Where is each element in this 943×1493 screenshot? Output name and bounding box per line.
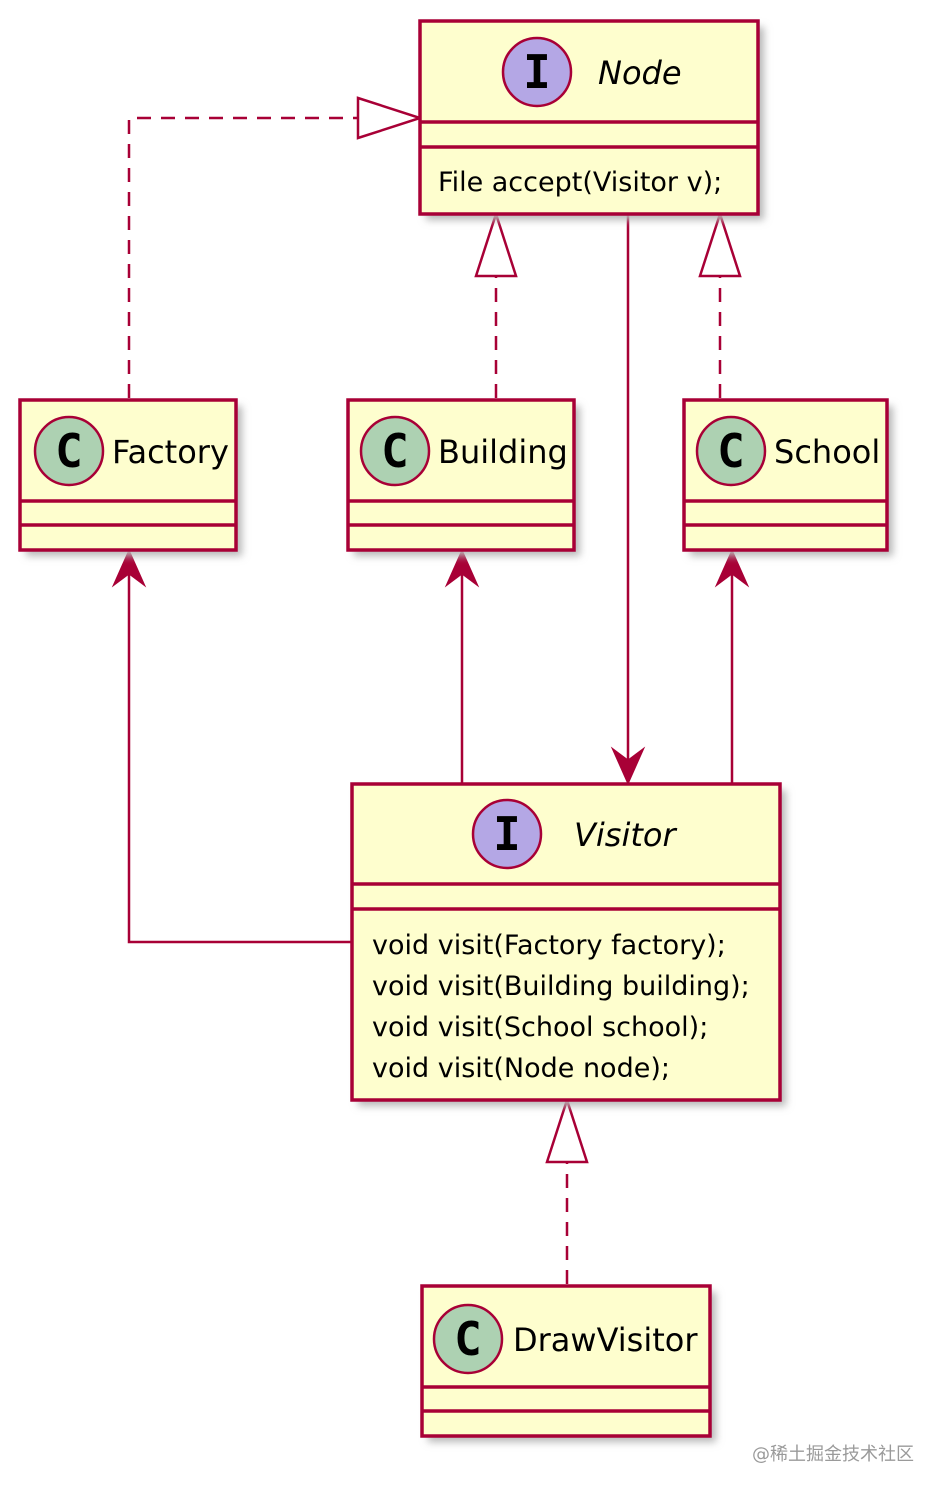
svg-text:C: C	[55, 424, 83, 478]
class-drawvisitor[interactable]: C DrawVisitor	[420, 1284, 716, 1442]
edge-visitor-to-school	[714, 548, 750, 784]
class-name: DrawVisitor	[513, 1321, 698, 1359]
edge-drawvisitor-realizes-visitor	[545, 1095, 589, 1284]
edge-factory-realizes-node	[127, 96, 425, 398]
class-name: Building	[438, 433, 568, 471]
class-factory[interactable]: C Factory	[18, 398, 242, 556]
method: void visit(Factory factory);	[372, 930, 726, 961]
realization-arrowhead	[698, 209, 742, 278]
method: void visit(School school);	[372, 1012, 708, 1043]
method: File accept(Visitor v);	[438, 167, 722, 198]
class-badge-icon	[33, 415, 105, 487]
interface-badge-icon	[471, 798, 543, 870]
association-arrowhead	[610, 746, 646, 786]
svg-text:C: C	[381, 424, 409, 478]
class-school[interactable]: C School	[682, 398, 893, 556]
class-badge-icon	[432, 1303, 504, 1375]
realization-arrowhead	[356, 96, 425, 140]
interface-badge-icon	[501, 36, 573, 108]
class-badge-icon	[359, 415, 431, 487]
edge-visitor-to-factory	[111, 548, 352, 944]
edge-school-realizes-node	[698, 209, 742, 398]
edge-building-realizes-node	[474, 209, 518, 398]
svg-text:C: C	[454, 1312, 482, 1366]
method: void visit(Building building);	[372, 971, 750, 1002]
edge-node-to-visitor	[610, 214, 646, 786]
realization-arrowhead	[545, 1095, 589, 1164]
svg-text:C: C	[717, 424, 745, 478]
association-arrowhead	[714, 548, 750, 588]
edge-visitor-to-building	[444, 548, 480, 784]
interface-name: Visitor	[574, 816, 677, 854]
class-building[interactable]: C Building	[346, 398, 580, 556]
watermark: @稀土掘金技术社区	[752, 1444, 914, 1465]
interface-name: Node	[598, 54, 682, 92]
association-arrowhead	[444, 548, 480, 588]
class-name: Factory	[112, 433, 229, 471]
interface-node[interactable]: I Node File accept(Visitor v);	[418, 19, 764, 220]
svg-text:I: I	[493, 807, 521, 861]
interface-visitor[interactable]: I Visitor void visit(Factory factory); v…	[350, 782, 786, 1106]
association-arrowhead	[111, 548, 147, 588]
class-name: School	[774, 433, 880, 471]
svg-text:I: I	[523, 45, 551, 99]
realization-arrowhead	[474, 209, 518, 278]
method: void visit(Node node);	[372, 1053, 670, 1084]
class-badge-icon	[695, 415, 767, 487]
